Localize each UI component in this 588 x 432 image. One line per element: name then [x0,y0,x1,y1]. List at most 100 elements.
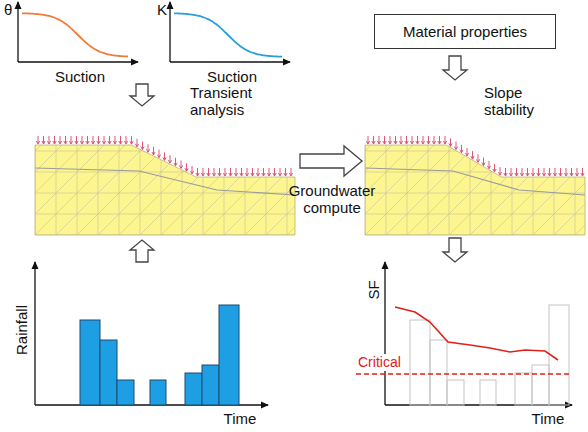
rain-arrow [135,139,138,147]
rain-arrow [190,166,193,174]
rain-arrow [119,136,122,144]
mesh-line [239,115,359,235]
rain-arrow [509,168,512,176]
mesh-line [203,130,204,235]
rain-arrow [504,168,507,176]
ghost-bar [410,320,430,405]
rain-arrow [201,168,204,176]
x-axis [170,61,290,62]
theta-chart-axes [18,2,138,62]
mesh-line [554,115,588,235]
mesh-line [260,115,380,235]
mesh-line [119,130,120,235]
sf-axes [385,262,572,405]
rain-arrow [223,168,226,176]
mesh-line [491,115,588,235]
rain-arrow [229,168,232,176]
mesh-line [0,115,113,235]
rainfall-bar [185,373,202,405]
rain-arrow [460,145,463,153]
water-table [35,168,295,195]
rain-arrow [432,136,435,144]
axis-label: Suction [55,68,105,85]
block-arrow-down [130,84,154,106]
rain-arrow [454,142,457,150]
rain-arrow [69,136,72,144]
rain-arrow [498,167,501,175]
block-arrow-down [443,238,467,262]
stability-mesh [197,115,588,235]
y-axis [34,262,35,405]
rain-arrow [537,168,540,176]
mesh-line [365,151,585,152]
rain-arrow [245,168,248,176]
mesh-line [407,130,408,235]
rain-arrow [141,142,144,150]
rain-arrow [471,151,474,159]
ghost-bar [532,365,549,405]
rain-arrow [218,168,221,176]
rain-arrow [553,168,556,176]
rain-arrow [179,161,182,169]
rain-arrow [108,136,111,144]
rain-arrow [234,168,237,176]
mesh-line [224,130,225,235]
y-axis [17,2,18,62]
rain-arrow [548,168,551,176]
rain-arrow [174,158,177,166]
rain-arrow [53,136,56,144]
rain-arrow [564,168,567,176]
mesh-line [575,115,588,235]
rainfall-bar [117,380,134,405]
rain-arrow [465,148,468,156]
rainfall-bar [100,340,117,405]
mesh-grid [197,115,588,235]
mesh-line [0,115,92,235]
mesh-line [386,130,387,235]
y-axis [384,262,385,405]
rain-arrow [449,138,452,146]
rain-arrow [240,168,243,176]
step-label: Transient analysis [190,84,264,118]
block-arrow-down [443,56,467,80]
mesh-line [218,115,338,235]
rain-arrow [185,163,188,171]
mesh-line [0,115,29,235]
mesh-line [98,130,99,235]
water-retention-curve [22,13,128,56]
rain-arrow [520,168,523,176]
mesh-line [470,115,588,235]
mesh-line [533,130,534,235]
rain-arrow [97,136,100,144]
mesh-line [512,115,588,235]
rain-arrow [75,136,78,144]
safety-factor-curve [395,307,558,360]
mesh-line [35,172,295,173]
conductivity-curve [174,13,282,56]
mesh-line [428,130,429,235]
mesh-line [287,130,288,235]
mesh-line [533,115,588,235]
step-label: Groundwater compute [282,182,382,216]
mesh-line [0,115,71,235]
y-axis [169,2,170,62]
mesh-line [512,130,513,235]
ghost-bars [410,305,569,405]
rain-arrow [443,136,446,144]
mesh-line [245,115,365,235]
rain-arrow [47,136,50,144]
rain-arrow [575,168,578,176]
mesh-line [554,130,555,235]
rain-arrow [515,168,518,176]
slope-outline [365,145,585,235]
k-chart-axes [170,2,290,62]
mesh-line [266,130,267,235]
rain-arrow [559,168,562,176]
ghost-bar [480,380,496,405]
rain-arrow [262,168,265,176]
mesh-line [197,115,317,235]
rain-arrow [366,136,369,144]
rain-arrow [251,168,254,176]
rain-arrow [256,168,259,176]
